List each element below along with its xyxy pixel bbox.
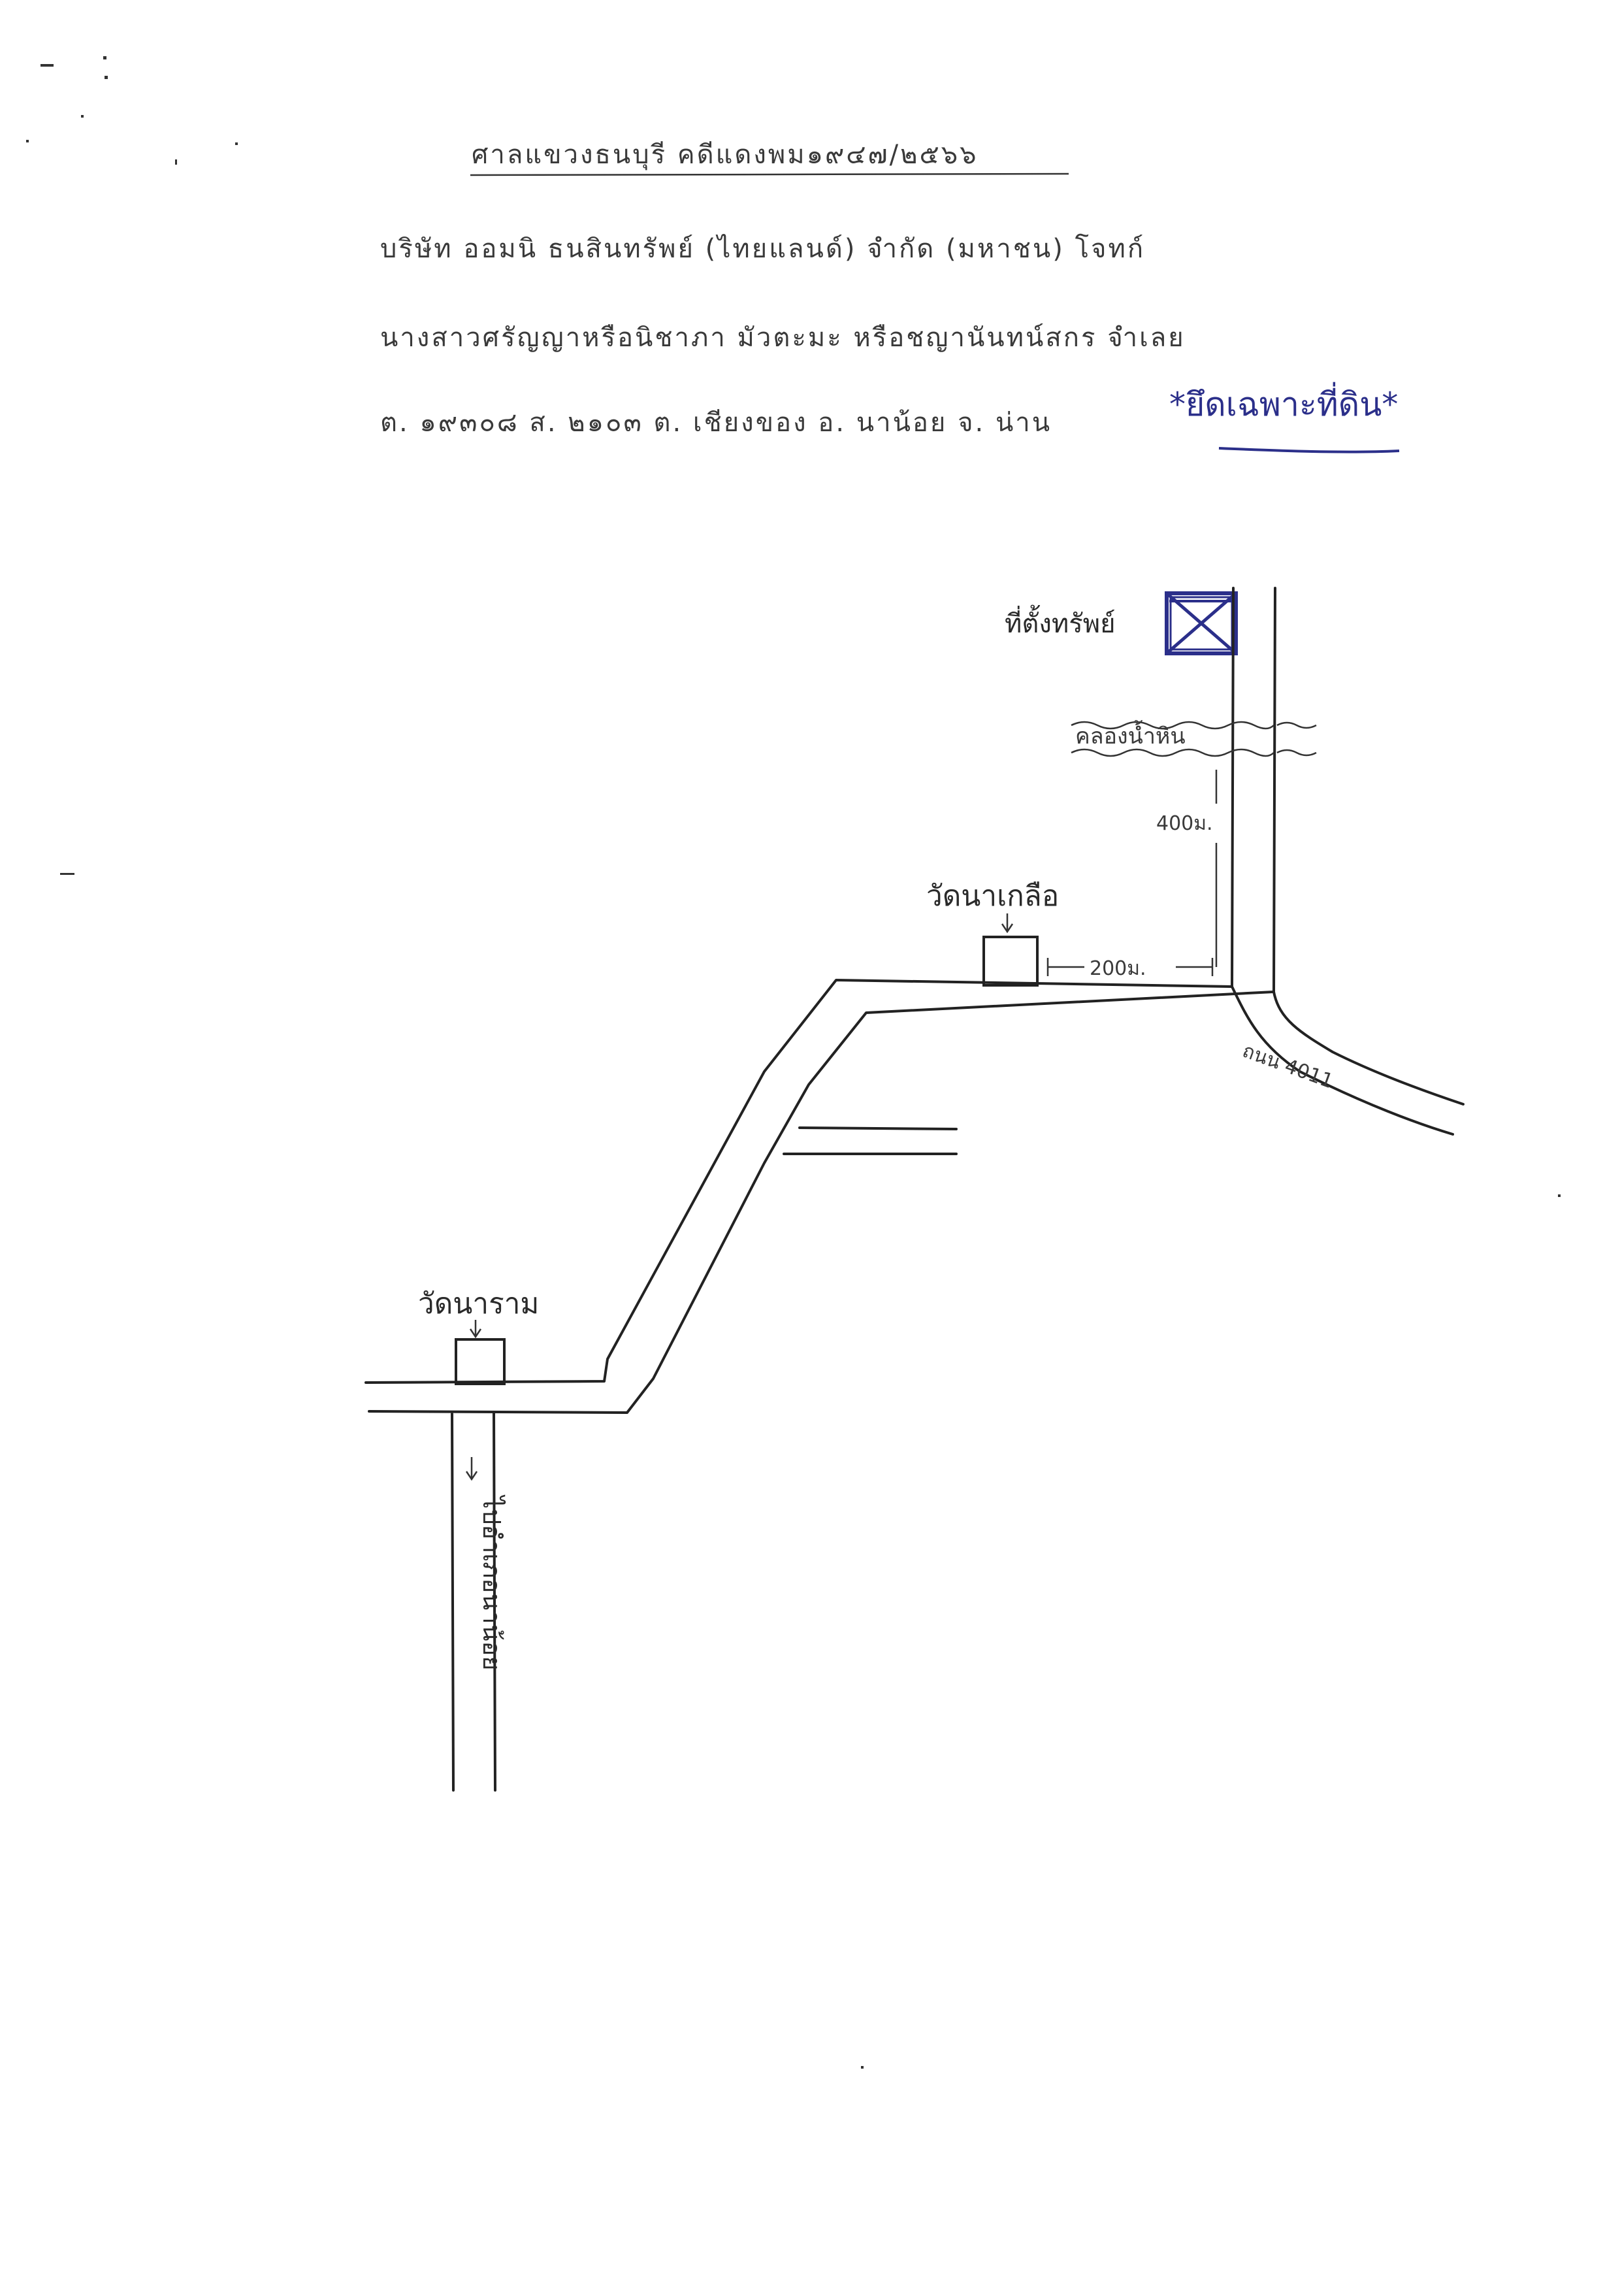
property-label: ที่ตั้งทรัพย์ (1005, 604, 1116, 639)
header-court-case: ศาลแขวงธนบุรี คดีแดงพม๑๙๔๗/๒๕๖๖ (472, 140, 979, 171)
road-south (451, 1411, 496, 1792)
scan-specks (26, 56, 1561, 1197)
road-south-label: ไปอำเภอนาน้อย (478, 1494, 506, 1671)
note-underline (1218, 447, 1400, 453)
scan-speck (861, 2066, 864, 2069)
header-land-deed: ต. ๑๙๓๐๘ ส. ๒๑๐๓ ต. เชียงของ อ. นาน้อย จ… (380, 408, 1052, 438)
canal-label: คลองน้ำหิน (1075, 720, 1186, 749)
temple-west-label: วัดนาราม (418, 1287, 539, 1320)
distance-east-label: 200ม. (1090, 957, 1146, 980)
distance-north-label: 400ม. (1156, 812, 1213, 835)
property-marker-icon (1165, 591, 1238, 655)
road-4011 (1231, 985, 1465, 1136)
temple-east-label: วัดนาเกลือ (926, 879, 1059, 913)
road-north (1231, 587, 1276, 993)
temple-east-icon (982, 936, 1039, 987)
canal-waves-icon (1071, 721, 1317, 757)
road-4011-label: ถนน 4011 (1239, 1040, 1336, 1094)
header-plaintiff: บริษัท ออมนิ ธนสินทรัพย์ (ไทยแลนด์) จำกั… (380, 234, 1145, 264)
header-underline (470, 172, 1069, 176)
road-main (364, 979, 1275, 1414)
road-branch (783, 1126, 958, 1155)
temple-west-icon (455, 1338, 506, 1385)
header-defendant: นางสาวศรัญญาหรือนิชาภา มัวตะมะ หรือชญานั… (380, 323, 1186, 353)
seize-land-only-note: *ยึดเฉพาะที่ดิน* (1169, 382, 1398, 423)
